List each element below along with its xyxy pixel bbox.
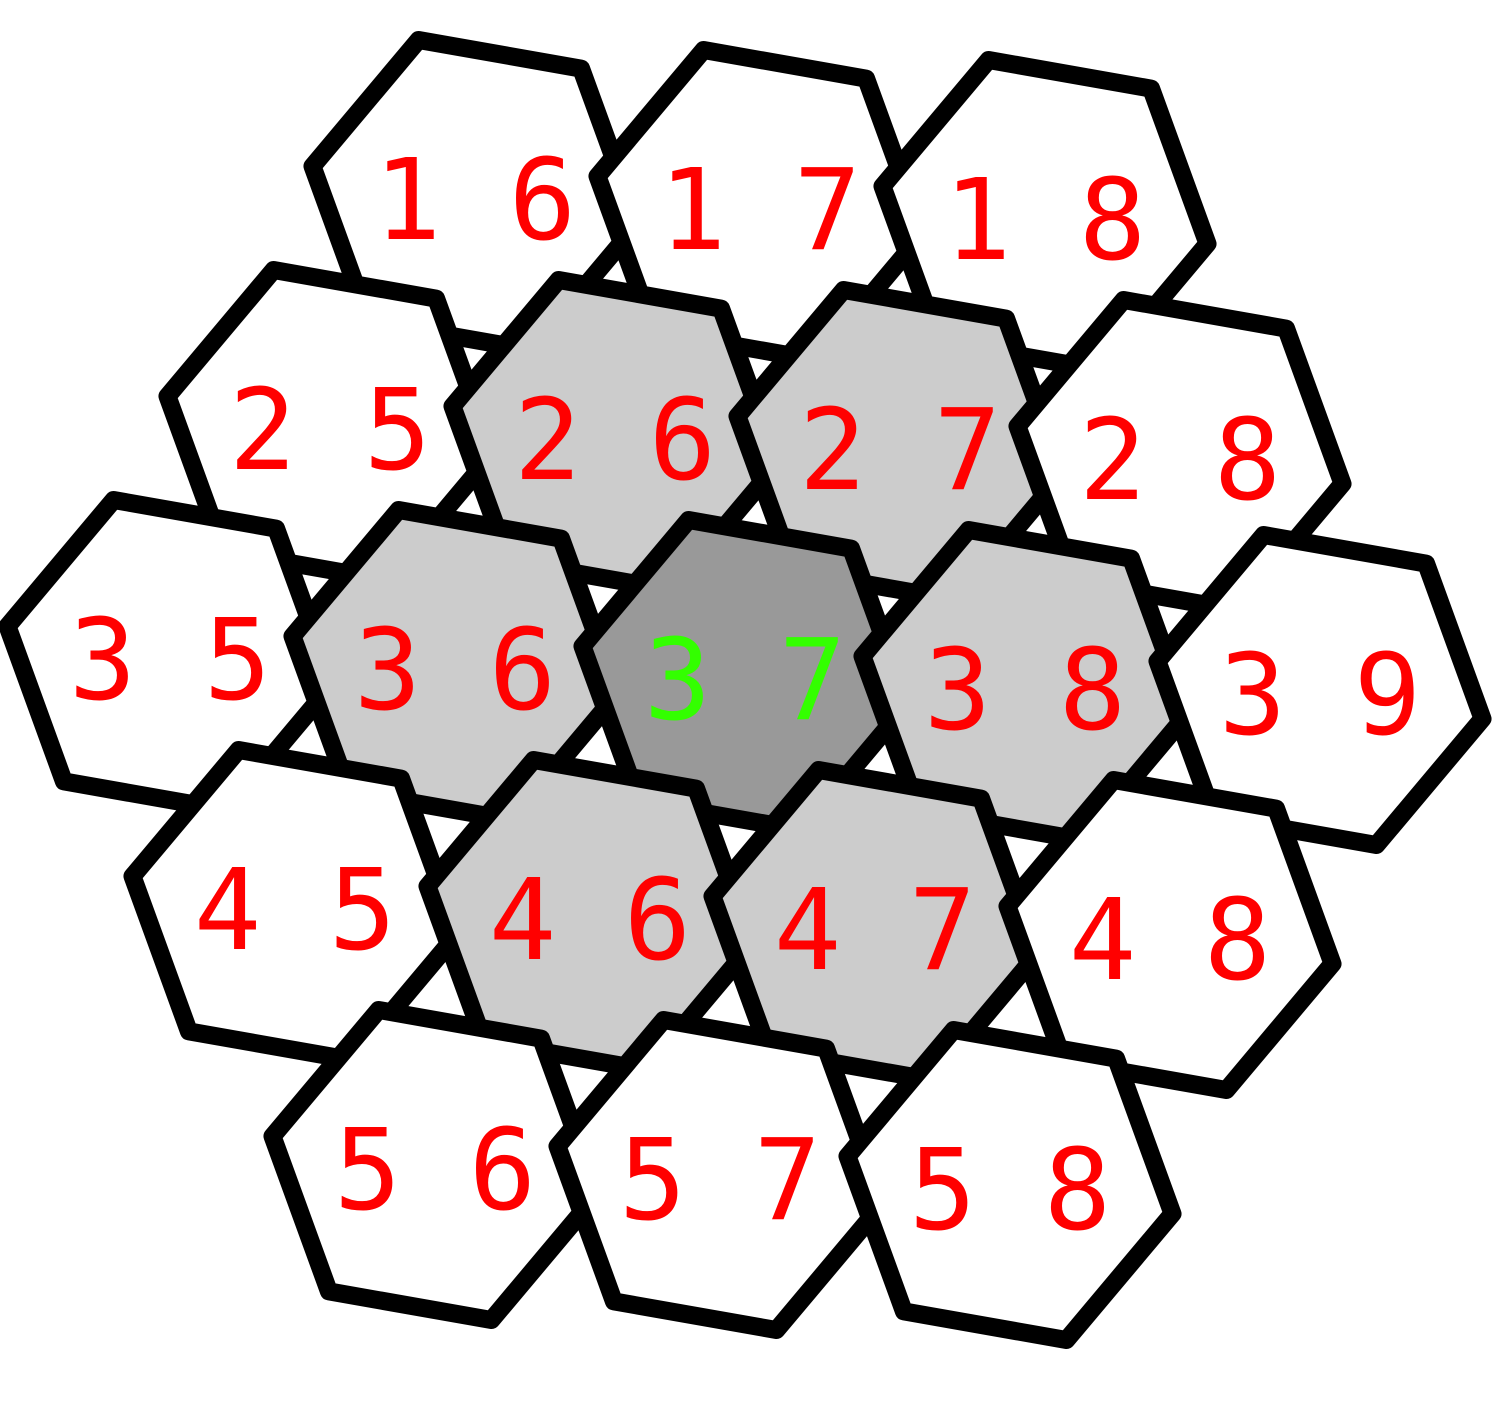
hex-cell-39: 3 9: [1148, 526, 1492, 854]
hex-label: 5 6: [334, 1106, 536, 1236]
hex-cell-16: 1 6: [303, 31, 647, 359]
hex-label: 3 8: [924, 626, 1126, 756]
hex-cell-48: 4 8: [998, 771, 1342, 1099]
hex-cell-36: 3 6: [283, 501, 627, 829]
hex-cell-57: 5 7: [548, 1011, 892, 1339]
hex-label: 1 7: [659, 146, 861, 276]
hex-label: 2 8: [1079, 396, 1281, 526]
hex-cell-56: 5 6: [263, 1001, 607, 1329]
hex-label: 1 8: [944, 156, 1146, 286]
hex-label: 5 8: [909, 1126, 1111, 1256]
hex-shape: [1148, 526, 1492, 854]
hex-shape: [263, 1001, 607, 1329]
hex-shape: [838, 1021, 1182, 1349]
hex-label: 5 7: [619, 1116, 821, 1246]
hex-label: 3 7: [644, 616, 846, 746]
hex-cell-47: 4 7: [703, 761, 1047, 1089]
hex-cell-35: 3 5: [0, 491, 342, 819]
hex-label: 4 7: [774, 866, 976, 996]
hex-label: 3 9: [1219, 631, 1421, 761]
hex-label: 4 6: [489, 856, 691, 986]
hex-label: 3 6: [354, 606, 556, 736]
hex-label: 1 6: [374, 136, 576, 266]
hex-cell-25: 2 5: [158, 261, 502, 589]
hex-cell-38: 3 8: [853, 521, 1197, 849]
hex-label: 2 5: [229, 366, 431, 496]
hex-cell-45: 4 5: [123, 741, 467, 1069]
hex-label: 2 7: [799, 386, 1001, 516]
hex-label: 4 5: [194, 846, 396, 976]
hex-shape: [548, 1011, 892, 1339]
hex-label: 3 5: [69, 596, 271, 726]
hex-cell-58: 5 8: [838, 1021, 1182, 1349]
hex-cell-46: 4 6: [418, 751, 762, 1079]
hex-shape: [998, 771, 1342, 1099]
hex-label: 4 8: [1069, 876, 1271, 1006]
hex-label: 2 6: [514, 376, 716, 506]
hex-cell-37: 3 7: [573, 511, 917, 839]
